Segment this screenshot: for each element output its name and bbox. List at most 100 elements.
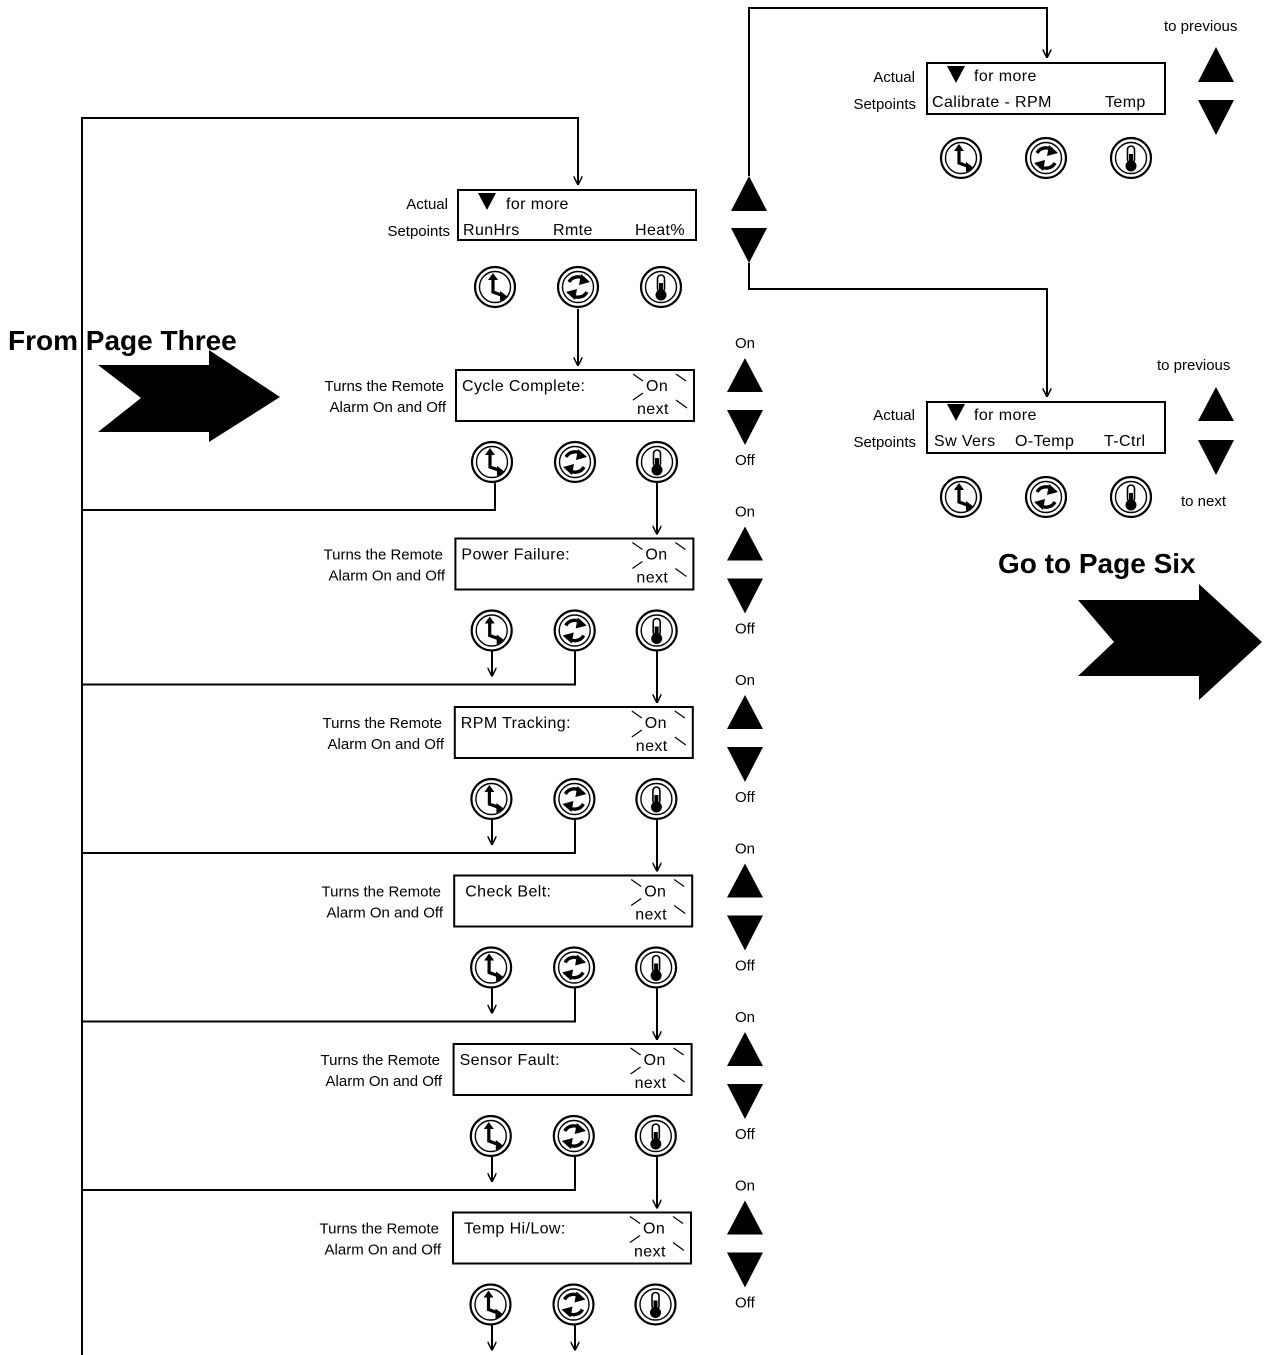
blink-tick bbox=[632, 542, 643, 550]
clock-icon[interactable] bbox=[470, 946, 513, 989]
triangle-down-icon[interactable] bbox=[1198, 100, 1234, 135]
lcd-display bbox=[454, 537, 695, 591]
clock-icon[interactable] bbox=[470, 609, 513, 652]
lcd-field: Rmte bbox=[553, 222, 593, 239]
clock-icon[interactable] bbox=[469, 1114, 512, 1158]
big-arrow-icon[interactable] bbox=[1078, 584, 1262, 700]
triangle-up-icon[interactable] bbox=[1198, 387, 1234, 421]
thermometer-icon[interactable] bbox=[639, 265, 683, 309]
hint-previous: to previous bbox=[1157, 357, 1230, 374]
alarm-next: next bbox=[634, 1244, 666, 1261]
cycle-icon[interactable] bbox=[556, 265, 600, 309]
thermometer-icon[interactable] bbox=[634, 1283, 677, 1326]
triangle-up-icon[interactable] bbox=[727, 526, 763, 561]
thermometer-icon[interactable] bbox=[634, 1114, 677, 1158]
alarm-next: next bbox=[635, 1075, 667, 1092]
thermometer-icon[interactable] bbox=[634, 946, 678, 989]
alarm-value: On bbox=[645, 715, 667, 732]
blink-tick bbox=[675, 373, 687, 382]
lcd-field: O-Temp bbox=[1015, 433, 1074, 450]
triangle-up-icon[interactable] bbox=[727, 695, 763, 729]
actual-label: Actual bbox=[873, 69, 915, 86]
cycle-icon[interactable] bbox=[553, 440, 597, 484]
connector-lines bbox=[82, 820, 657, 872]
arrow-down-label: Off bbox=[735, 1295, 756, 1312]
alarm-value: On bbox=[644, 1052, 666, 1069]
triangle-up-icon[interactable] bbox=[727, 863, 763, 898]
thermometer-icon[interactable] bbox=[635, 777, 678, 821]
cycle-icon[interactable] bbox=[552, 1283, 595, 1326]
triangle-down-icon[interactable] bbox=[727, 915, 763, 951]
thermometer-icon[interactable] bbox=[1109, 136, 1153, 180]
clock-icon[interactable] bbox=[939, 475, 983, 519]
blink-tick bbox=[632, 373, 644, 382]
lcd-display bbox=[455, 369, 695, 422]
alarm-value: On bbox=[645, 547, 667, 564]
triangle-down-icon[interactable] bbox=[1198, 440, 1234, 475]
button-row bbox=[473, 265, 683, 309]
lcd-display bbox=[926, 62, 1166, 115]
thermometer-icon[interactable] bbox=[635, 440, 679, 484]
clock-icon[interactable] bbox=[470, 440, 514, 484]
setpoints-label: Setpoints bbox=[387, 223, 450, 240]
triangle-down-icon bbox=[947, 404, 965, 421]
blink-tick bbox=[672, 1242, 685, 1251]
right-screen: Actual Setpoints for more Sw Vers O-Temp… bbox=[853, 357, 1234, 519]
cycle-icon[interactable] bbox=[553, 777, 596, 821]
cycle-icon[interactable] bbox=[1024, 136, 1068, 180]
triangle-up-icon[interactable] bbox=[727, 1200, 763, 1235]
triangle-up-icon[interactable] bbox=[1198, 47, 1234, 82]
triangle-down-icon[interactable] bbox=[727, 747, 763, 782]
hint-next: to next bbox=[1181, 493, 1227, 510]
blink-tick bbox=[631, 710, 643, 719]
alarm-description: Turns the Remote bbox=[323, 715, 443, 732]
cycle-icon[interactable] bbox=[552, 946, 596, 989]
alarm-next: next bbox=[635, 907, 667, 924]
blink-tick bbox=[674, 736, 687, 746]
blink-tick bbox=[632, 561, 643, 569]
clock-icon[interactable] bbox=[470, 777, 513, 821]
lcd-display bbox=[457, 189, 697, 241]
thermometer-icon[interactable] bbox=[1109, 475, 1153, 519]
triangle-down-icon[interactable] bbox=[727, 410, 763, 445]
triangle-down-icon[interactable] bbox=[731, 228, 767, 263]
button-row bbox=[939, 136, 1153, 180]
cycle-icon[interactable] bbox=[552, 1114, 595, 1158]
arrow-down-label: Off bbox=[735, 789, 756, 806]
arrow-down-label: Off bbox=[735, 958, 756, 975]
alarm-description: Turns the Remote bbox=[321, 1052, 441, 1069]
triangle-up-icon[interactable] bbox=[727, 358, 763, 392]
blink-tick bbox=[630, 898, 642, 906]
hint-previous: to previous bbox=[1164, 18, 1237, 35]
lcd-display bbox=[452, 1211, 692, 1265]
clock-icon[interactable] bbox=[939, 136, 983, 180]
blink-tick bbox=[674, 710, 686, 719]
triangle-up-icon[interactable] bbox=[727, 1032, 763, 1066]
blink-tick bbox=[675, 542, 686, 550]
button-row bbox=[470, 777, 678, 821]
triangle-up-icon[interactable] bbox=[731, 176, 767, 211]
actual-label: Actual bbox=[406, 196, 448, 213]
alarm-next: next bbox=[636, 738, 668, 755]
connector-lines bbox=[82, 1325, 657, 1351]
blink-tick bbox=[629, 1216, 641, 1224]
alarm-value: On bbox=[646, 378, 668, 395]
button-row bbox=[470, 440, 679, 484]
clock-icon[interactable] bbox=[469, 1283, 512, 1326]
arrow-down-label: Off bbox=[735, 452, 756, 469]
blink-tick bbox=[630, 1047, 641, 1056]
cycle-icon[interactable] bbox=[1024, 475, 1068, 519]
connector-lines bbox=[81, 7, 1047, 1355]
clock-icon[interactable] bbox=[473, 265, 517, 309]
triangle-down-icon[interactable] bbox=[727, 1084, 763, 1119]
arrow-up-label: On bbox=[735, 335, 755, 352]
triangle-down-icon[interactable] bbox=[727, 1252, 763, 1288]
thermometer-icon[interactable] bbox=[635, 609, 678, 652]
cycle-icon[interactable] bbox=[553, 609, 596, 652]
triangle-down-icon[interactable] bbox=[727, 578, 763, 614]
